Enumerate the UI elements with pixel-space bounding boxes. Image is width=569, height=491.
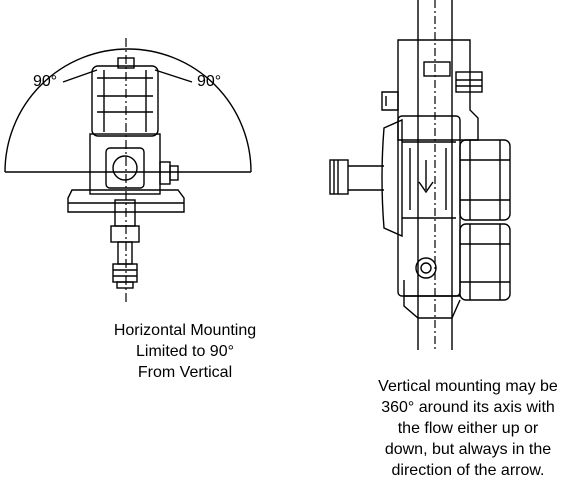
mounting-arc [4, 48, 252, 173]
angle-label-left: 90° [33, 73, 57, 90]
vertical-mounting-caption: Vertical mounting may be 360° around its… [368, 376, 568, 481]
vertical-mounting-view [329, 0, 511, 352]
horizontal-mounting-caption: Horizontal Mounting Limited to 90° From … [100, 320, 270, 383]
angle-leader-right [154, 69, 193, 83]
flow-direction-arrow [418, 160, 434, 194]
caption-line: direction of the arrow. [391, 462, 545, 479]
lower-housing [459, 223, 511, 301]
hex-nut [415, 257, 437, 279]
horizontal-mounting-view: 90° 90° [4, 38, 252, 302]
upper-housing [459, 139, 511, 221]
inlet-stem [329, 159, 349, 195]
central-body [397, 115, 461, 297]
caption-line: 360° around its axis with [381, 399, 555, 416]
caption-line: Limited to 90° [135, 343, 234, 360]
regulator-top-view [67, 57, 185, 289]
caption-line: down, but always in the [384, 441, 552, 458]
upper-body [397, 39, 479, 141]
caption-line: the flow either up or [397, 420, 539, 437]
caption-line: From Vertical [137, 364, 233, 381]
caption-line: Vertical mounting may be [378, 378, 558, 395]
caption-line: Horizontal Mounting [113, 322, 257, 339]
angle-label-right: 90° [197, 73, 221, 90]
lower-body [403, 280, 461, 319]
gauge-cover [381, 118, 403, 238]
